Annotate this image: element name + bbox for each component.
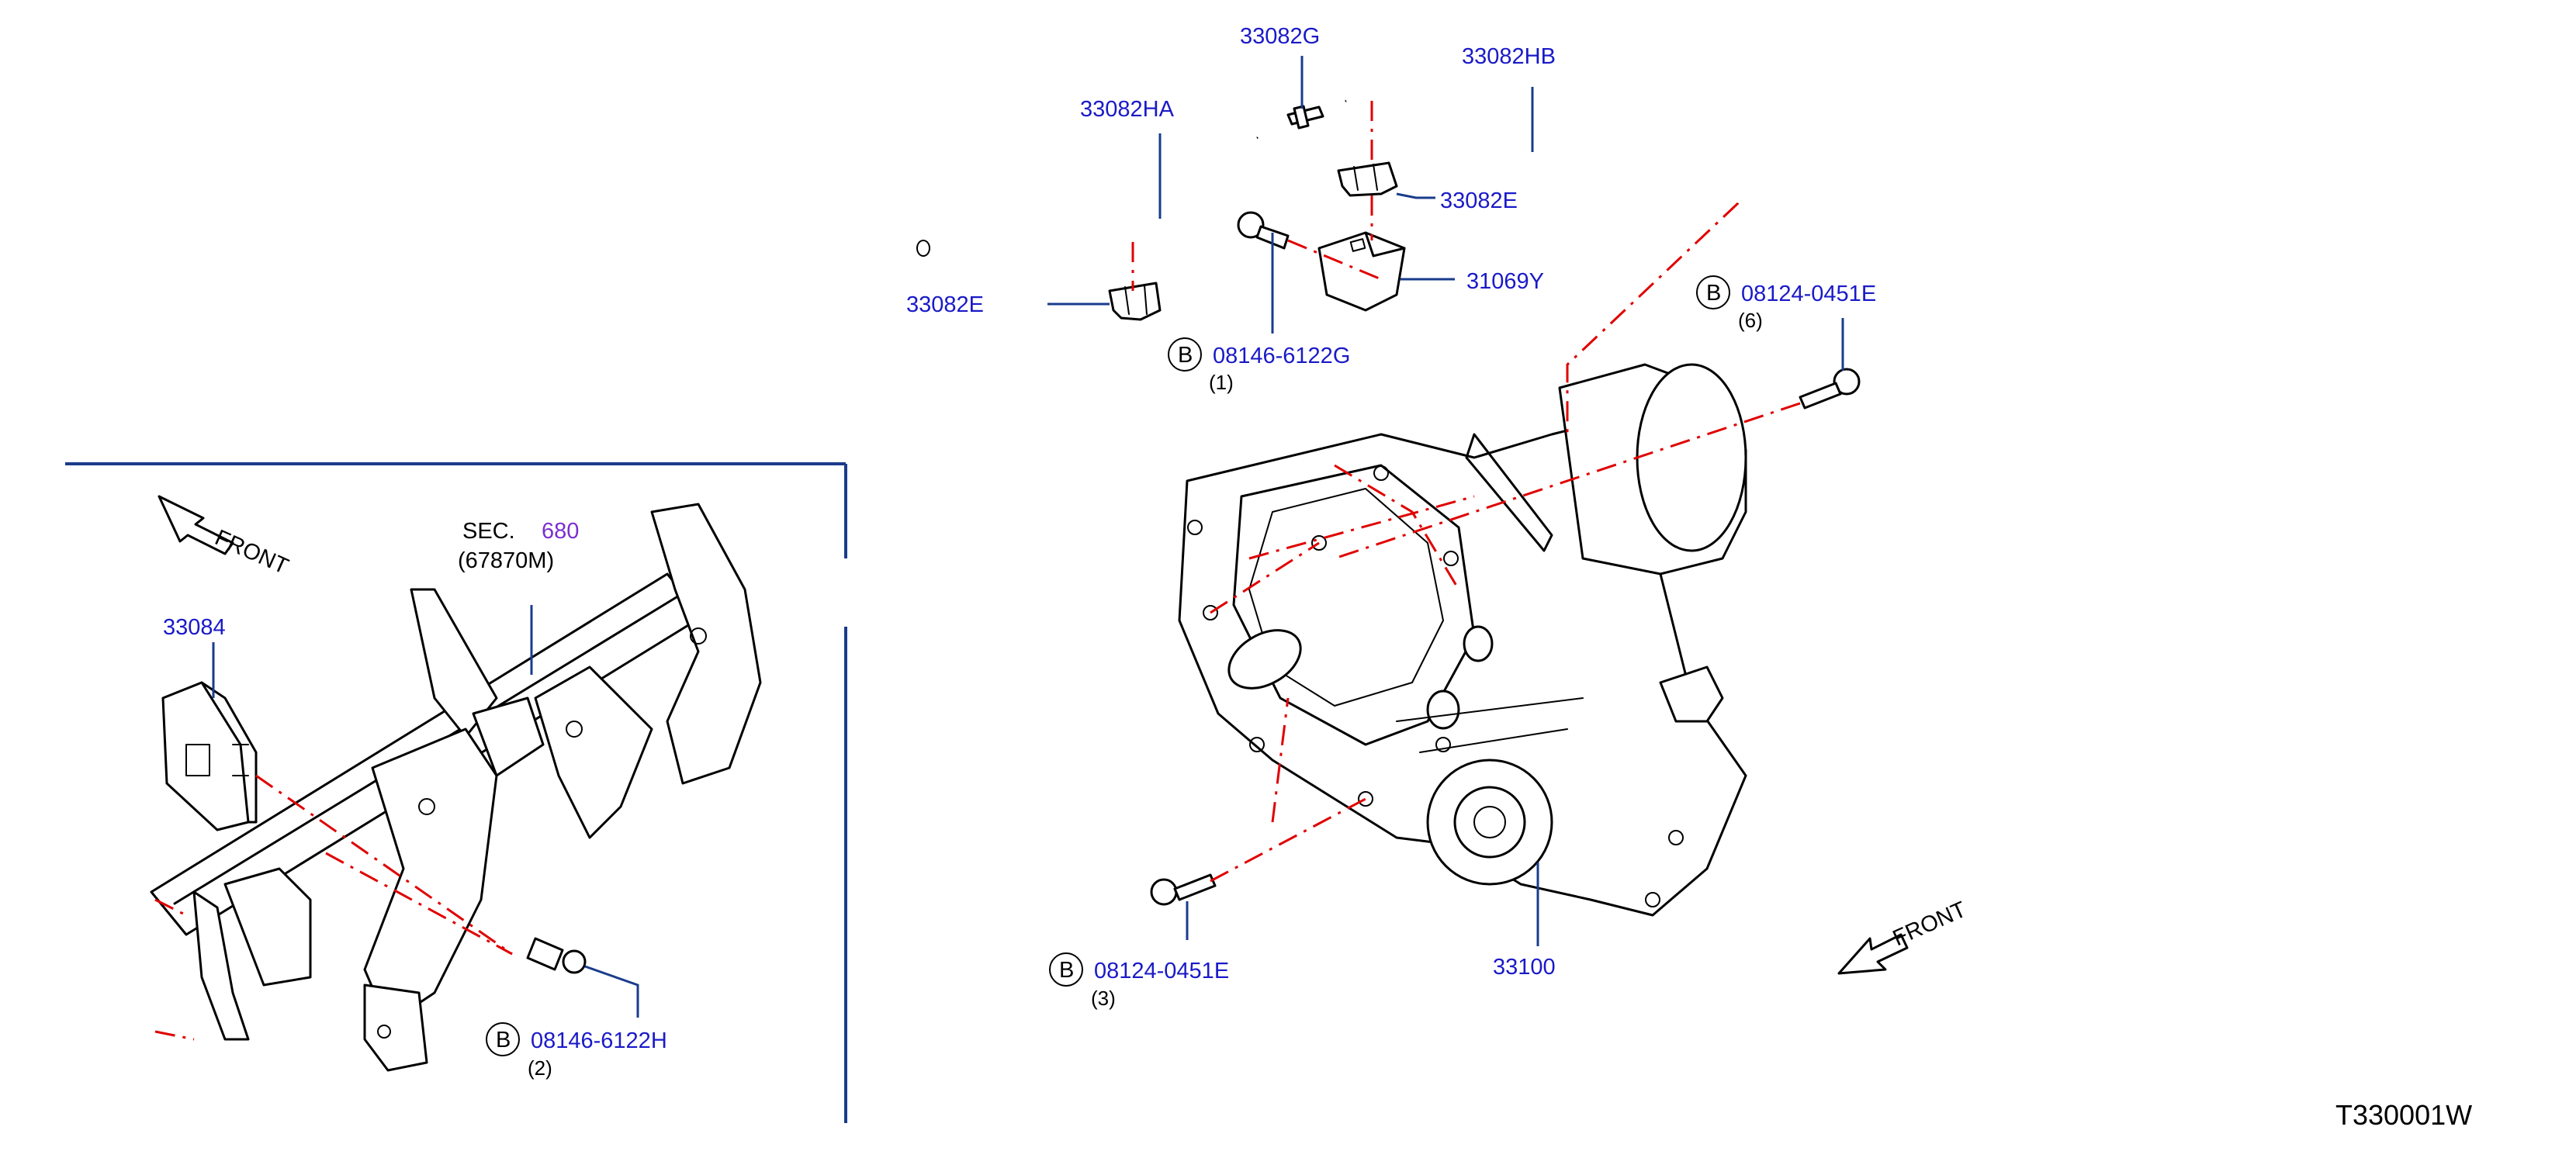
front-label-right: FRONT <box>1889 897 1971 951</box>
section-reference: SEC. 680 (67870M) <box>458 519 579 573</box>
label-33082HA: 33082HA <box>1080 97 1175 122</box>
callout-bolt1: B 08146-6122G (1) <box>1168 337 1350 394</box>
label-08146-6122H: 08146-6122H <box>531 1028 667 1053</box>
callout-bolt6: B 08124-0451E (6) <box>1696 275 1876 332</box>
control-unit-33084 <box>161 681 258 831</box>
hose-33082HB <box>1345 73 1750 205</box>
hose-33082HA <box>916 136 1259 257</box>
label-08146-6122G: 08146-6122G <box>1213 344 1350 368</box>
circle-letter-6: B <box>1706 281 1721 306</box>
label-33082E-upper: 33082E <box>1440 188 1518 213</box>
diagram-code: T330001W <box>2335 1099 2472 1131</box>
clip-33082E-lower <box>1108 282 1162 321</box>
callout-bolt3: B 08124-0451E (3) <box>1049 952 1229 1010</box>
front-arrow-right: FRONT <box>1837 897 1971 975</box>
sec-prefix: SEC. <box>462 519 515 544</box>
bolt-08146-6122H <box>526 937 587 974</box>
callout-bolt2: B 08146-6122H (2) <box>486 1022 667 1080</box>
qty-6: (6) <box>1738 309 1763 332</box>
circle-letter-1: B <box>1178 343 1193 368</box>
bolt-08146-6122G <box>1237 211 1290 250</box>
qty-2: (2) <box>528 1056 552 1080</box>
circle-letter-3: B <box>1059 958 1074 983</box>
circle-letter-2: B <box>496 1028 511 1052</box>
label-08124-0451E-6: 08124-0451E <box>1741 282 1876 306</box>
label-33082HB: 33082HB <box>1462 44 1556 69</box>
inset-frame <box>65 462 847 1123</box>
label-08124-0451E-3: 08124-0451E <box>1094 959 1229 983</box>
label-31069Y: 31069Y <box>1466 269 1544 294</box>
sec-number: 680 <box>542 519 579 544</box>
label-33082E-lower: 33082E <box>906 292 984 317</box>
bolt-08124-0451E-3 <box>1150 873 1217 906</box>
front-label-left: FRONT <box>211 525 293 579</box>
qty-1: (1) <box>1209 371 1234 394</box>
sec-ref: (67870M) <box>458 548 554 573</box>
clip-33082E-upper <box>1337 161 1398 197</box>
transfer-assembly-33100 <box>1178 363 1747 917</box>
front-arrow-left: FRONT <box>158 495 293 579</box>
bolt-08124-0451E-6 <box>1799 368 1861 410</box>
label-33082G: 33082G <box>1240 24 1320 49</box>
connector-33082G <box>1286 105 1324 130</box>
label-33100: 33100 <box>1493 955 1556 980</box>
qty-3: (3) <box>1091 987 1116 1010</box>
steering-member <box>150 503 762 1072</box>
label-33084: 33084 <box>163 615 226 640</box>
